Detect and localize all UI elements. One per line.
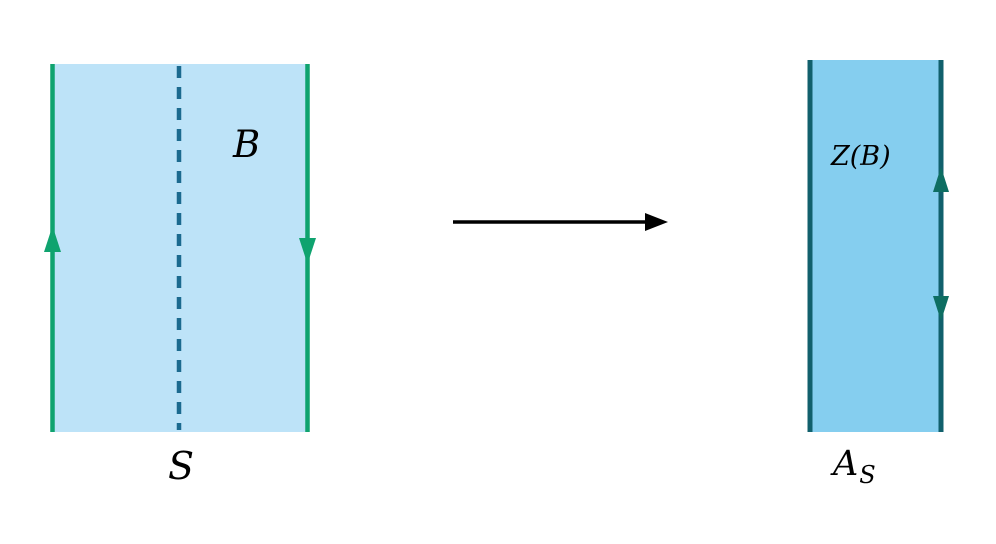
right-strip-surface [809, 60, 942, 432]
algebra-label-base: A [833, 444, 859, 484]
left-edge-up-arrow-icon [44, 226, 61, 252]
right-strip-down-arrow-icon [933, 296, 949, 321]
map-arrow-head-icon [645, 213, 668, 231]
surface-label: S [168, 444, 195, 488]
algebra-label: AS [833, 444, 876, 488]
boundary-condition-label: B [233, 123, 261, 166]
right-strip-up-arrow-icon [933, 167, 949, 192]
right-edge-down-arrow-icon [299, 238, 316, 264]
center-algebra-label: Z(B) [831, 141, 891, 172]
algebra-label-subscript: S [859, 461, 876, 489]
